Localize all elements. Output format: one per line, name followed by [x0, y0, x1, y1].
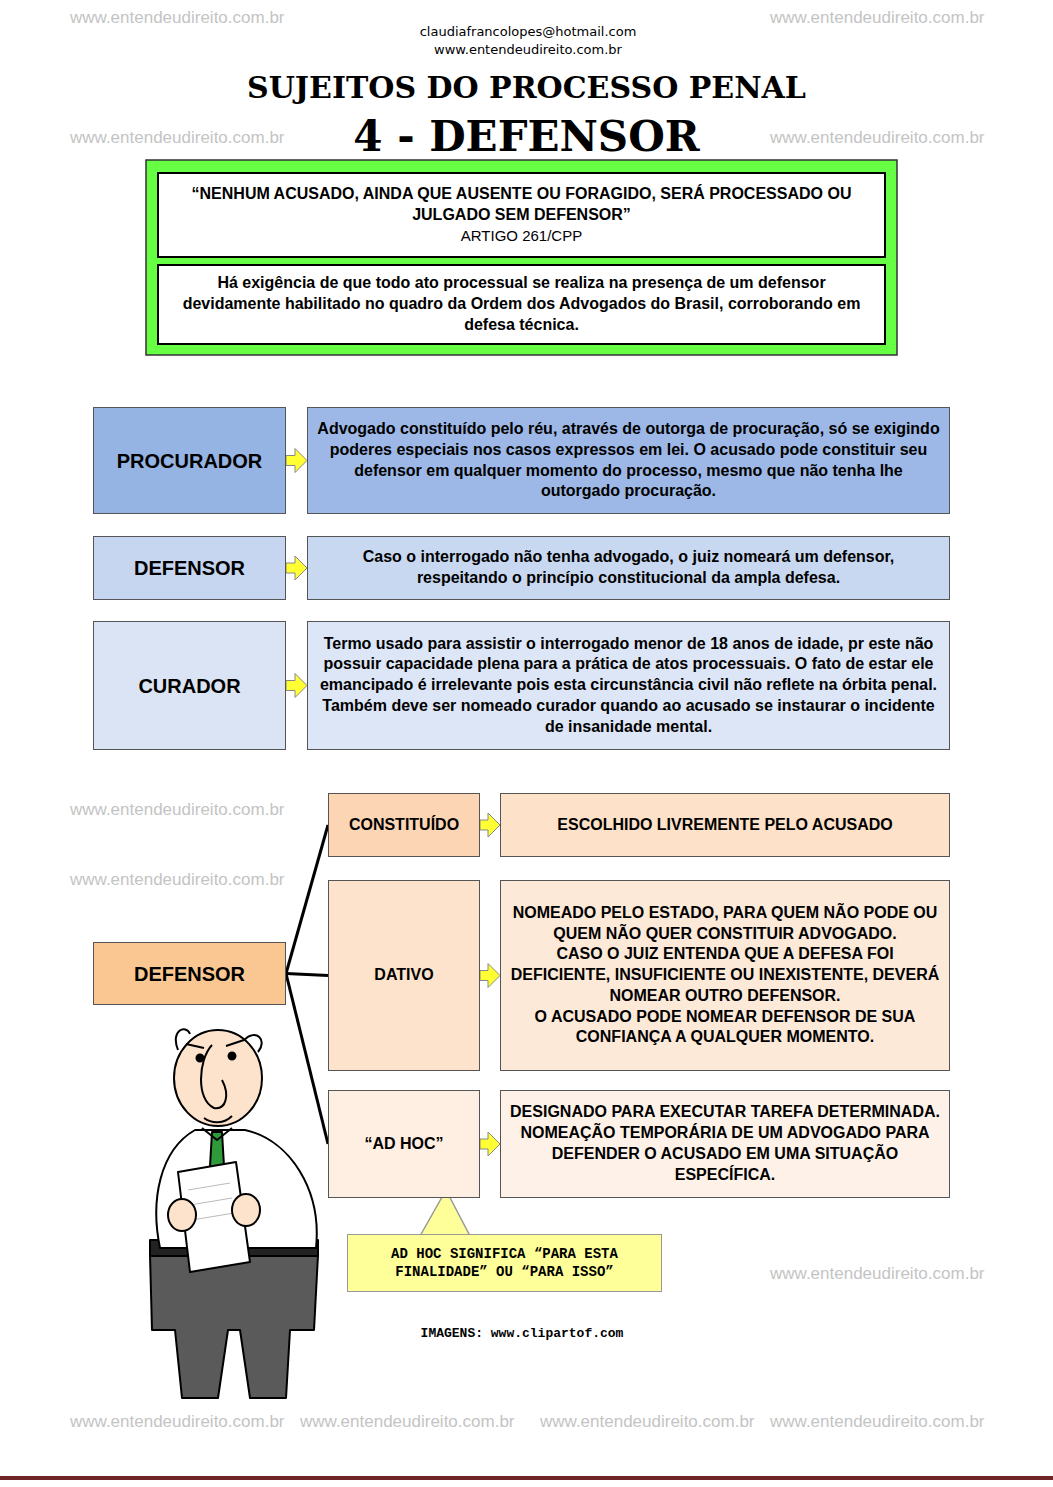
box-text: Advogado constituído pelo réu, através d…: [316, 419, 941, 502]
type-box: CONSTITUÍDO: [328, 793, 480, 857]
definition-box: Advogado constituído pelo réu, através d…: [307, 407, 950, 514]
image-credit: IMAGENS: www.clipartof.com: [322, 1326, 722, 1341]
box-subtext: ARTIGO 261/CPP: [169, 226, 874, 246]
box-text: “AD HOC”: [333, 1134, 475, 1155]
block-arrow: [286, 674, 307, 698]
callout-box: AD HOC SIGNIFICA “PARA ESTA FINALIDADE” …: [347, 1234, 662, 1292]
root-box: DEFENSOR: [93, 942, 286, 1005]
box-subtext: CASO O JUIZ ENTENDA QUE A DEFESA FOI DEF…: [505, 944, 945, 1006]
definition-box: Termo usado para assistir o interrogado …: [307, 621, 950, 750]
box-text: NOMEADO PELO ESTADO, PARA QUEM NÃO PODE …: [505, 903, 945, 945]
watermark: www.entendeudireito.com.br: [70, 870, 285, 890]
email: claudiafrancolopes@hotmail.com: [400, 24, 656, 39]
bottom-rule: [0, 1476, 1053, 1480]
block-arrow: [480, 1132, 500, 1156]
definition-box: Caso o interrogado não tenha advogado, o…: [307, 536, 950, 600]
watermark: www.entendeudireito.com.br: [70, 1412, 285, 1432]
box-text: Caso o interrogado não tenha advogado, o…: [316, 547, 941, 589]
definition-box: NOMEADO PELO ESTADO, PARA QUEM NÃO PODE …: [500, 880, 950, 1071]
box-text: CONSTITUÍDO: [333, 815, 475, 836]
cartoon-man: [150, 1029, 318, 1398]
watermark: www.entendeudireito.com.br: [300, 1412, 515, 1432]
watermark: www.entendeudireito.com.br: [770, 128, 985, 148]
box-text: AD HOC SIGNIFICA “PARA ESTA FINALIDADE” …: [356, 1245, 653, 1281]
watermark: www.entendeudireito.com.br: [70, 800, 285, 820]
type-box: “AD HOC”: [328, 1090, 480, 1198]
branch-line: [286, 974, 328, 976]
box-text: ESCOLHIDO LIVREMENTE PELO ACUSADO: [507, 815, 943, 836]
watermark: www.entendeudireito.com.br: [70, 128, 285, 148]
watermark: www.entendeudireito.com.br: [70, 8, 285, 28]
watermark: www.entendeudireito.com.br: [540, 1412, 755, 1432]
box-text: Termo usado para assistir o interrogado …: [314, 634, 943, 738]
box-text: DESIGNADO PARA EXECUTAR TAREFA DETERMINA…: [507, 1102, 943, 1185]
branch-line: [286, 974, 328, 1145]
definition-box: ESCOLHIDO LIVREMENTE PELO ACUSADO: [500, 793, 950, 857]
box-subtext: O ACUSADO PODE NOMEAR DEFENSOR DE SUA CO…: [505, 1007, 945, 1049]
watermark: www.entendeudireito.com.br: [770, 8, 985, 28]
watermark: www.entendeudireito.com.br: [770, 1412, 985, 1432]
box-text: “NENHUM ACUSADO, AINDA QUE AUSENTE OU FO…: [169, 184, 874, 226]
box-text: PROCURADOR: [98, 448, 281, 474]
box-text: DEFENSOR: [98, 961, 281, 987]
note-box: Há exigência de que todo ato processual …: [157, 264, 886, 345]
page-title: SUJEITOS DO PROCESSO PENAL: [0, 70, 1053, 105]
type-box: DATIVO: [328, 880, 480, 1071]
green-frame: [146, 160, 897, 355]
watermark: www.entendeudireito.com.br: [770, 1264, 985, 1284]
box-text: DATIVO: [333, 965, 475, 986]
block-arrow: [286, 449, 307, 473]
block-arrow: [480, 813, 500, 837]
box-text: Há exigência de que todo ato processual …: [171, 273, 872, 335]
term-box: PROCURADOR: [93, 407, 286, 514]
box-text: DEFENSOR: [98, 555, 281, 581]
box-text: CURADOR: [98, 673, 281, 699]
definition-box: DESIGNADO PARA EXECUTAR TAREFA DETERMINA…: [500, 1090, 950, 1198]
site-url: www.entendeudireito.com.br: [400, 42, 656, 57]
term-box: DEFENSOR: [93, 536, 286, 600]
term-box: CURADOR: [93, 621, 286, 750]
quote-box: “NENHUM ACUSADO, AINDA QUE AUSENTE OU FO…: [157, 172, 886, 258]
block-arrow: [480, 964, 500, 988]
block-arrow: [286, 556, 307, 580]
branch-line: [286, 825, 328, 974]
